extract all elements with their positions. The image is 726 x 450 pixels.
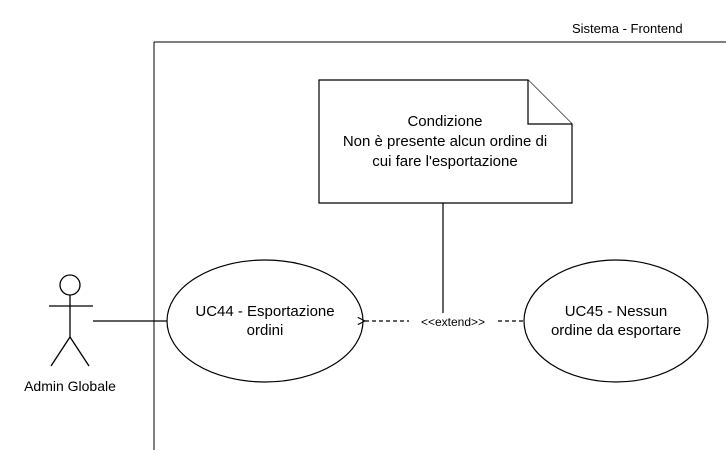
use-case-uc44-label-line2: ordini (247, 322, 284, 339)
system-boundary (153, 41, 726, 450)
extend-label-background (409, 313, 497, 329)
note-text-line3: cui fare l'esportazione (372, 153, 517, 170)
extend-label: <<extend>> (421, 315, 485, 329)
use-case-uc44[interactable]: UC44 - Esportazione ordini (166, 259, 364, 383)
actor-label: Admin Globale (24, 378, 116, 394)
use-case-uc45-label-line2: ordine da esportare (551, 322, 681, 339)
condition-note: Condizione Non è presente alcun ordine d… (318, 79, 573, 204)
actor-stick-figure-icon (49, 274, 93, 367)
system-label: Sistema - Frontend (572, 21, 683, 36)
use-case-uc45[interactable]: UC45 - Nessun ordine da esportare (523, 259, 709, 383)
use-case-uc44-label-line1: UC44 - Esportazione (195, 303, 334, 320)
note-text-line1: Condizione (407, 113, 482, 130)
note-text-line2: Non è presente alcun ordine di (343, 133, 547, 150)
use-case-uc45-label-line1: UC45 - Nessun (565, 303, 668, 320)
